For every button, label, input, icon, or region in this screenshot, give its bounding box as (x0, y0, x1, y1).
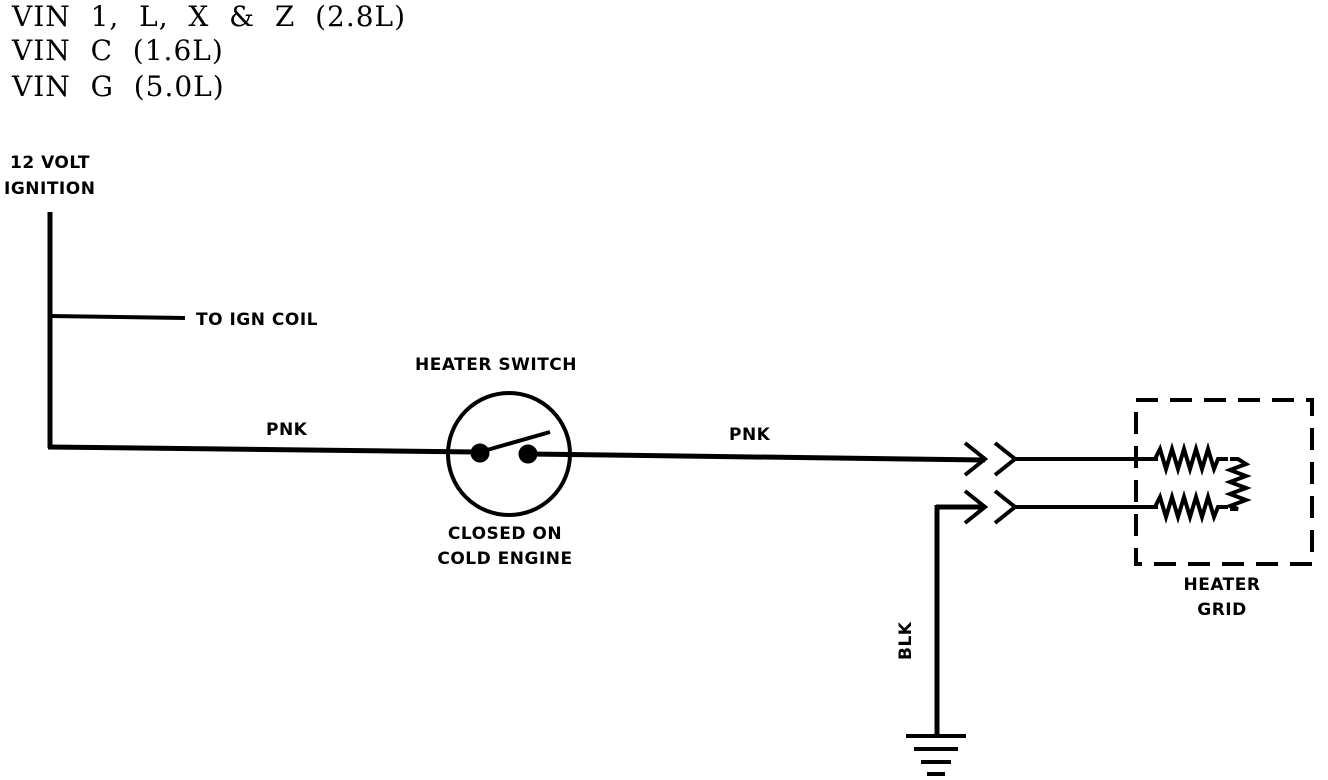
vin-line-2: VIN C (1.6L) (12, 34, 224, 67)
pnk-wire-right (529, 451, 986, 463)
switch-contact-left (470, 443, 490, 463)
heater-grid-box[interactable] (1134, 398, 1314, 566)
switch-blade (479, 430, 551, 454)
heater-coil-top (1153, 442, 1228, 476)
connector-bottom-chevron-1 (963, 489, 989, 525)
connector-top-chevron-1 (963, 441, 989, 477)
ign-coil-branch-wire (49, 314, 186, 320)
heater-coil-vertical (1224, 457, 1252, 511)
supply-label-line1: 12 VOLT (10, 153, 90, 173)
blk-wire-label: BLK (896, 621, 916, 660)
heater-switch-title: HEATER SWITCH (415, 355, 578, 375)
ign-coil-label: TO IGN COIL (196, 310, 318, 330)
pnk-label-left: PNK (266, 420, 308, 440)
switch-note-line2: COLD ENGINE (437, 549, 573, 569)
pnk-wire-left (47, 444, 477, 455)
vin-line-1: VIN 1, L, X & Z (2.8L) (12, 0, 407, 33)
heater-grid-label-line1: HEATER (1183, 575, 1261, 595)
connector-bottom-chevron-2 (993, 489, 1019, 525)
switch-note-line1: CLOSED ON (447, 524, 563, 544)
connector-top-chevron-2 (993, 441, 1019, 477)
heater-coil-bottom (1153, 490, 1228, 524)
heater-grid-label-line2: GRID (1197, 600, 1247, 620)
supply-label-line2: IGNITION (4, 179, 96, 199)
pnk-label-right: PNK (729, 425, 771, 445)
vin-line-3: VIN G (5.0L) (12, 70, 225, 103)
